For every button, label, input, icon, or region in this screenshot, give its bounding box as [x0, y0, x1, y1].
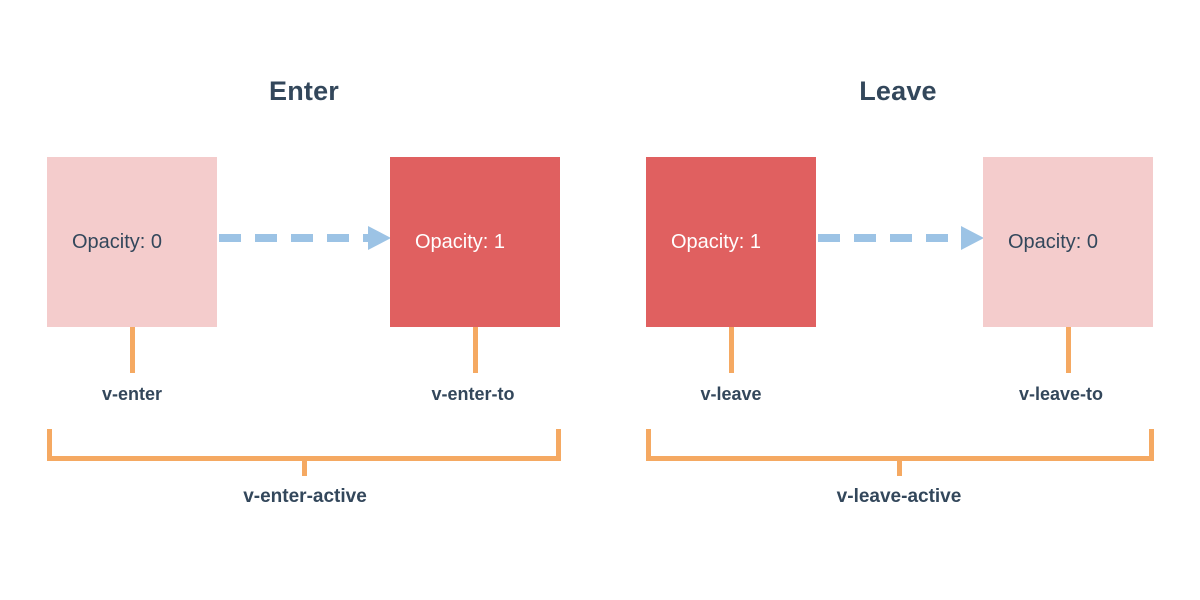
connector-line-v-leave	[729, 327, 734, 373]
class-label-v-leave-to: v-leave-to	[1018, 384, 1104, 404]
leave-end-box-label: Opacity: 0	[1008, 231, 1099, 253]
class-label-v-leave-active: v-leave-active	[836, 486, 962, 507]
arrow-head-icon	[368, 226, 391, 250]
arrow-dash-line	[818, 234, 962, 242]
leave-start-box-label: Opacity: 1	[671, 231, 762, 253]
bracket-stem-enter-active	[302, 456, 307, 476]
arrow-head-icon	[961, 226, 984, 250]
bracket-stem-leave-active	[897, 456, 902, 476]
arrow-dash-line	[219, 234, 369, 242]
enter-start-box-label: Opacity: 0	[72, 231, 163, 253]
dashed-arrow-right-icon	[219, 226, 391, 250]
connector-line-v-enter	[130, 327, 135, 373]
class-label-v-enter-to: v-enter-to	[431, 384, 515, 404]
enter-end-box-label: Opacity: 1	[415, 231, 506, 253]
section-title-leave: Leave	[859, 76, 937, 106]
class-label-v-enter: v-enter	[101, 384, 163, 404]
dashed-arrow-right-icon	[818, 226, 984, 250]
class-label-v-leave: v-leave	[700, 384, 762, 404]
leave-end-box: Opacity: 0	[983, 157, 1153, 327]
section-title-enter: Enter	[268, 76, 340, 106]
class-label-v-enter-active: v-enter-active	[243, 486, 367, 507]
connector-line-v-leave-to	[1066, 327, 1071, 373]
enter-start-box: Opacity: 0	[47, 157, 217, 327]
connector-line-v-enter-to	[473, 327, 478, 373]
enter-end-box: Opacity: 1	[390, 157, 560, 327]
leave-start-box: Opacity: 1	[646, 157, 816, 327]
